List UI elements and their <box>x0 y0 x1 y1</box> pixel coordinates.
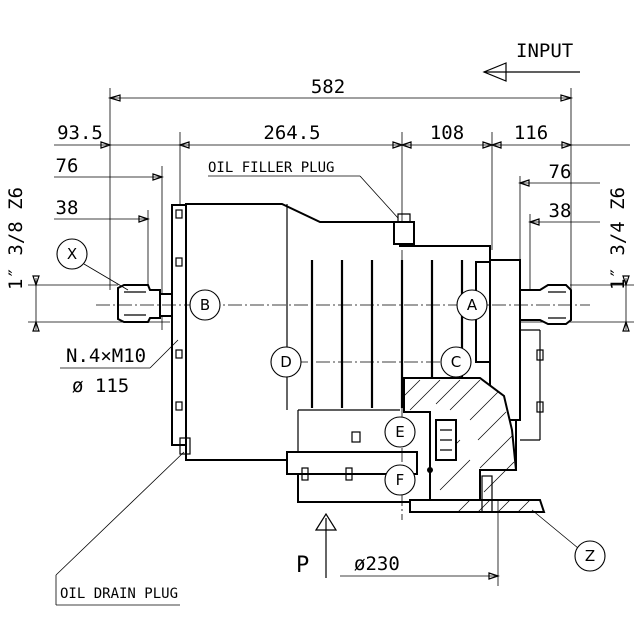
oil-filler-callout: OIL FILLER PLUG <box>208 160 399 219</box>
marker-f: F <box>384 464 416 496</box>
bolt-circle-label: ø 115 <box>72 375 129 397</box>
dim-264-5: 264.5 <box>263 122 320 144</box>
left-input-shaft <box>117 284 173 323</box>
dim-108: 108 <box>430 122 464 144</box>
marker-z-label: Z <box>585 547 595 565</box>
oil-drain-label: OIL DRAIN PLUG <box>60 586 178 602</box>
marker-b-label: B <box>200 296 210 314</box>
p-label: P <box>296 553 309 578</box>
oil-filler-label: OIL FILLER PLUG <box>208 160 334 176</box>
dim-left-38: 38 <box>56 197 79 219</box>
oil-drain-callout: OIL DRAIN PLUG <box>55 451 185 606</box>
dim-left-76: 76 <box>56 155 79 177</box>
diameter-dimension: ø230 <box>340 500 500 586</box>
marker-c: C <box>440 346 472 378</box>
marker-a: A <box>456 289 488 321</box>
diameter-230-label: ø230 <box>354 553 400 575</box>
input-arrow: INPUT <box>482 40 580 82</box>
dimension-lines: 582 93.5 264.5 108 116 76 38 76 38 <box>28 76 634 332</box>
marker-d-label: D <box>280 353 292 371</box>
gear-cutaway <box>403 377 546 513</box>
marker-e-label: E <box>395 423 404 441</box>
right-output-shaft <box>519 284 572 325</box>
dim-93-5: 93.5 <box>57 122 103 144</box>
marker-z: Z <box>574 540 606 572</box>
marker-f-label: F <box>396 471 405 489</box>
dim-116: 116 <box>514 122 548 144</box>
bolt-callout: N.4×M10 ø 115 <box>60 339 179 397</box>
marker-d: D <box>270 346 302 378</box>
dim-right-76: 76 <box>549 161 572 183</box>
marker-a-label: A <box>467 296 478 314</box>
marker-x-label: X <box>67 245 77 263</box>
marker-c-label: C <box>451 353 461 371</box>
marker-e: E <box>384 416 416 448</box>
left-thread-label: 1″ 3/8 Z6 <box>5 187 27 290</box>
marker-x: X <box>56 238 88 270</box>
marker-b: B <box>189 289 221 321</box>
dim-right-38: 38 <box>549 200 572 222</box>
right-thread-label: 1″ 3/4 Z6 <box>607 187 629 290</box>
p-arrow: P <box>296 512 338 578</box>
bolt-spec-label: N.4×M10 <box>66 345 146 367</box>
input-label: INPUT <box>516 40 573 62</box>
dim-582: 582 <box>311 76 345 98</box>
